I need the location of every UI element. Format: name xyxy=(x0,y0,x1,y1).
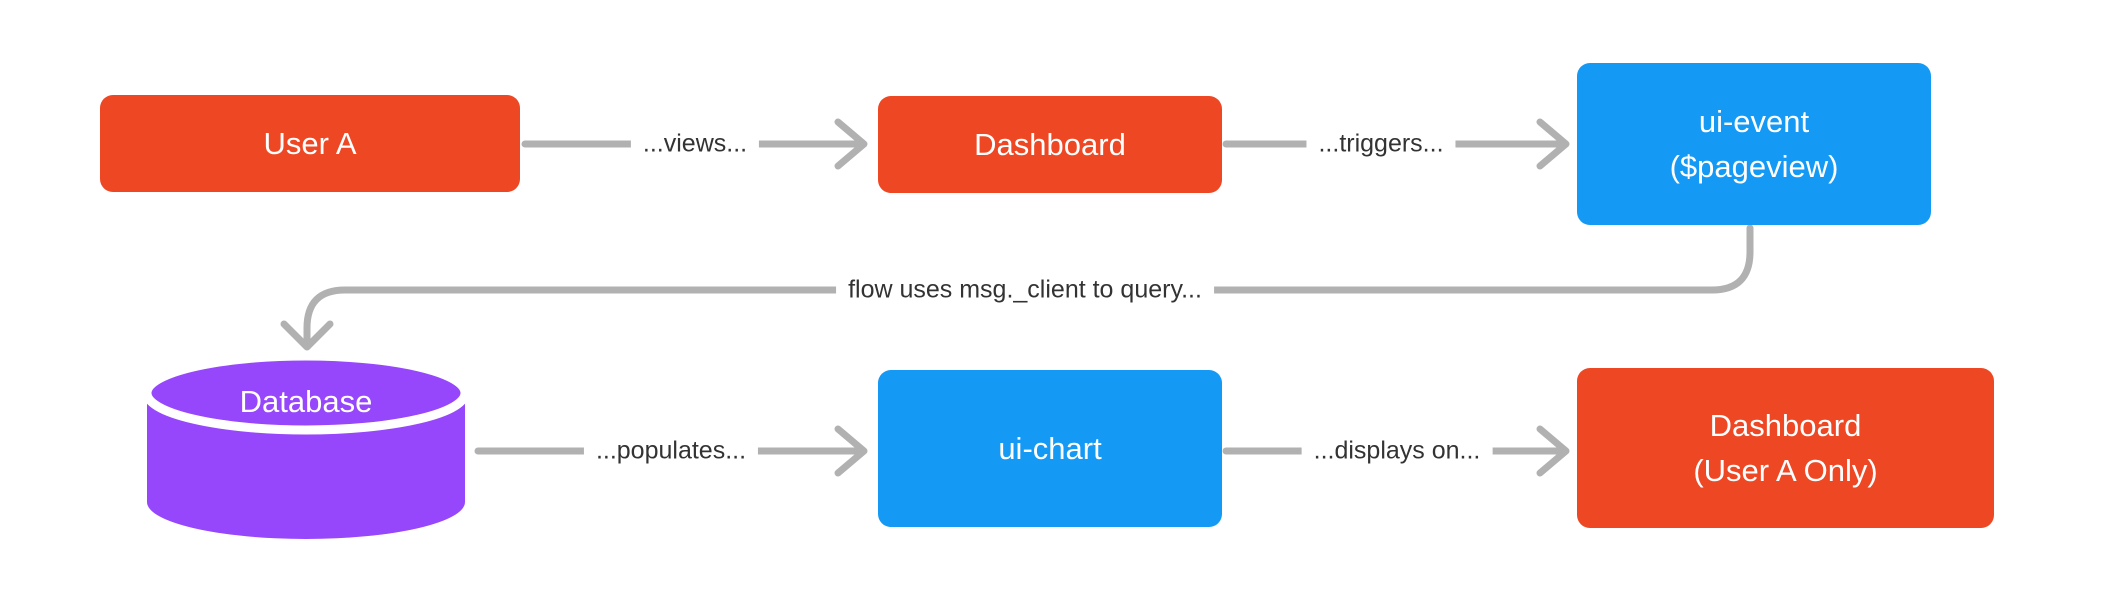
arrow-head-icon xyxy=(280,320,334,351)
cylinder-top xyxy=(142,351,470,435)
node-sublabel: ($pageview) xyxy=(1669,149,1839,184)
node-ui-chart: ui-chart xyxy=(878,370,1222,527)
node-label: Dashboard xyxy=(1709,408,1862,443)
edge-label-displays: ...displays on... xyxy=(1301,434,1493,468)
node-dashboard-user-a-only: Dashboard (User A Only) xyxy=(1577,368,1994,528)
arrow-head-icon xyxy=(1536,118,1570,170)
database-cylinder-icon xyxy=(142,351,470,539)
node-ui-event: ui-event ($pageview) xyxy=(1577,63,1931,225)
node-label: User A xyxy=(263,126,357,161)
node-label: ui-chart xyxy=(998,431,1102,466)
node-dashboard: Dashboard xyxy=(878,96,1222,193)
edge-label-populates: ...populates... xyxy=(583,434,759,468)
arrow-head-icon xyxy=(1536,425,1570,477)
node-sublabel: (User A Only) xyxy=(1693,453,1878,488)
edge-label-views: ...views... xyxy=(630,127,760,161)
edge-label-query: flow uses msg._client to query... xyxy=(836,273,1214,307)
arrow-head-icon xyxy=(834,118,868,170)
node-user-a: User A xyxy=(100,95,520,192)
edge-label-triggers: ...triggers... xyxy=(1306,127,1456,161)
arrow-head-icon xyxy=(834,425,868,477)
node-label: Dashboard xyxy=(974,127,1126,162)
node-database-label: Database xyxy=(239,384,373,419)
node-label: ui-event xyxy=(1698,104,1810,139)
